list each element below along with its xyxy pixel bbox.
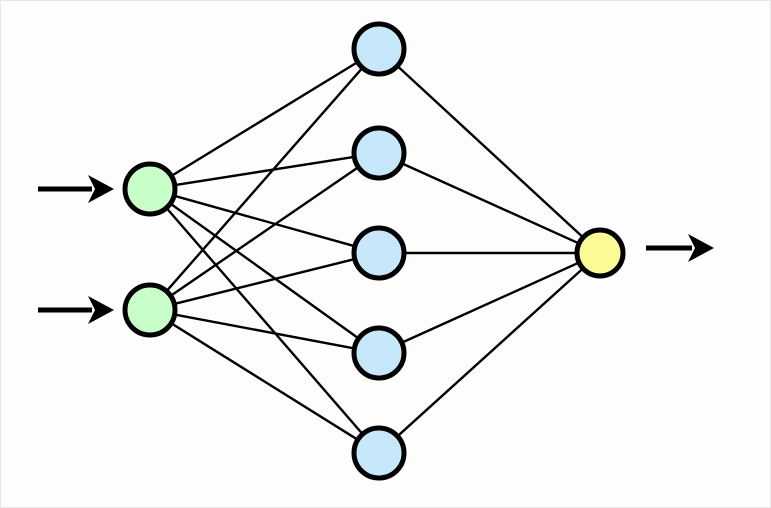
edge-h4-o1 xyxy=(398,260,583,345)
node-i2-input[interactable] xyxy=(122,282,178,338)
output-arrow xyxy=(646,234,714,262)
edge-h1-o1 xyxy=(394,63,586,240)
input-arrow-top xyxy=(38,175,114,203)
node-h4-hidden[interactable] xyxy=(351,325,407,381)
edge-i1-h5 xyxy=(163,205,366,437)
input-arrow-bottom-head xyxy=(88,296,114,324)
edge-i2-h1 xyxy=(163,65,366,294)
edges-group xyxy=(163,59,586,443)
node-h3-hidden[interactable] xyxy=(351,225,407,281)
input-arrow-bottom xyxy=(38,296,114,324)
node-h5-hidden[interactable] xyxy=(351,425,407,481)
io-arrows-group xyxy=(38,175,714,324)
edge-i2-h2 xyxy=(167,164,362,299)
edge-h5-o1 xyxy=(394,265,586,439)
output-arrow-head xyxy=(688,234,714,262)
edge-i1-h1 xyxy=(168,59,361,179)
nodes-group xyxy=(122,21,626,481)
node-o1-output[interactable] xyxy=(574,227,626,279)
node-i1-input[interactable] xyxy=(122,161,178,217)
edge-i1-h4 xyxy=(167,201,362,341)
edge-i1-h2 xyxy=(171,155,358,187)
edge-i2-h3 xyxy=(171,257,358,306)
edge-h2-o1 xyxy=(398,161,583,246)
node-h2-hidden[interactable] xyxy=(351,125,407,181)
edge-i2-h4 xyxy=(171,313,358,350)
edge-i1-h3 xyxy=(170,193,359,249)
node-h1-hidden[interactable] xyxy=(351,21,407,77)
edge-i2-h5 xyxy=(168,320,361,443)
input-arrow-top-head xyxy=(88,175,114,203)
